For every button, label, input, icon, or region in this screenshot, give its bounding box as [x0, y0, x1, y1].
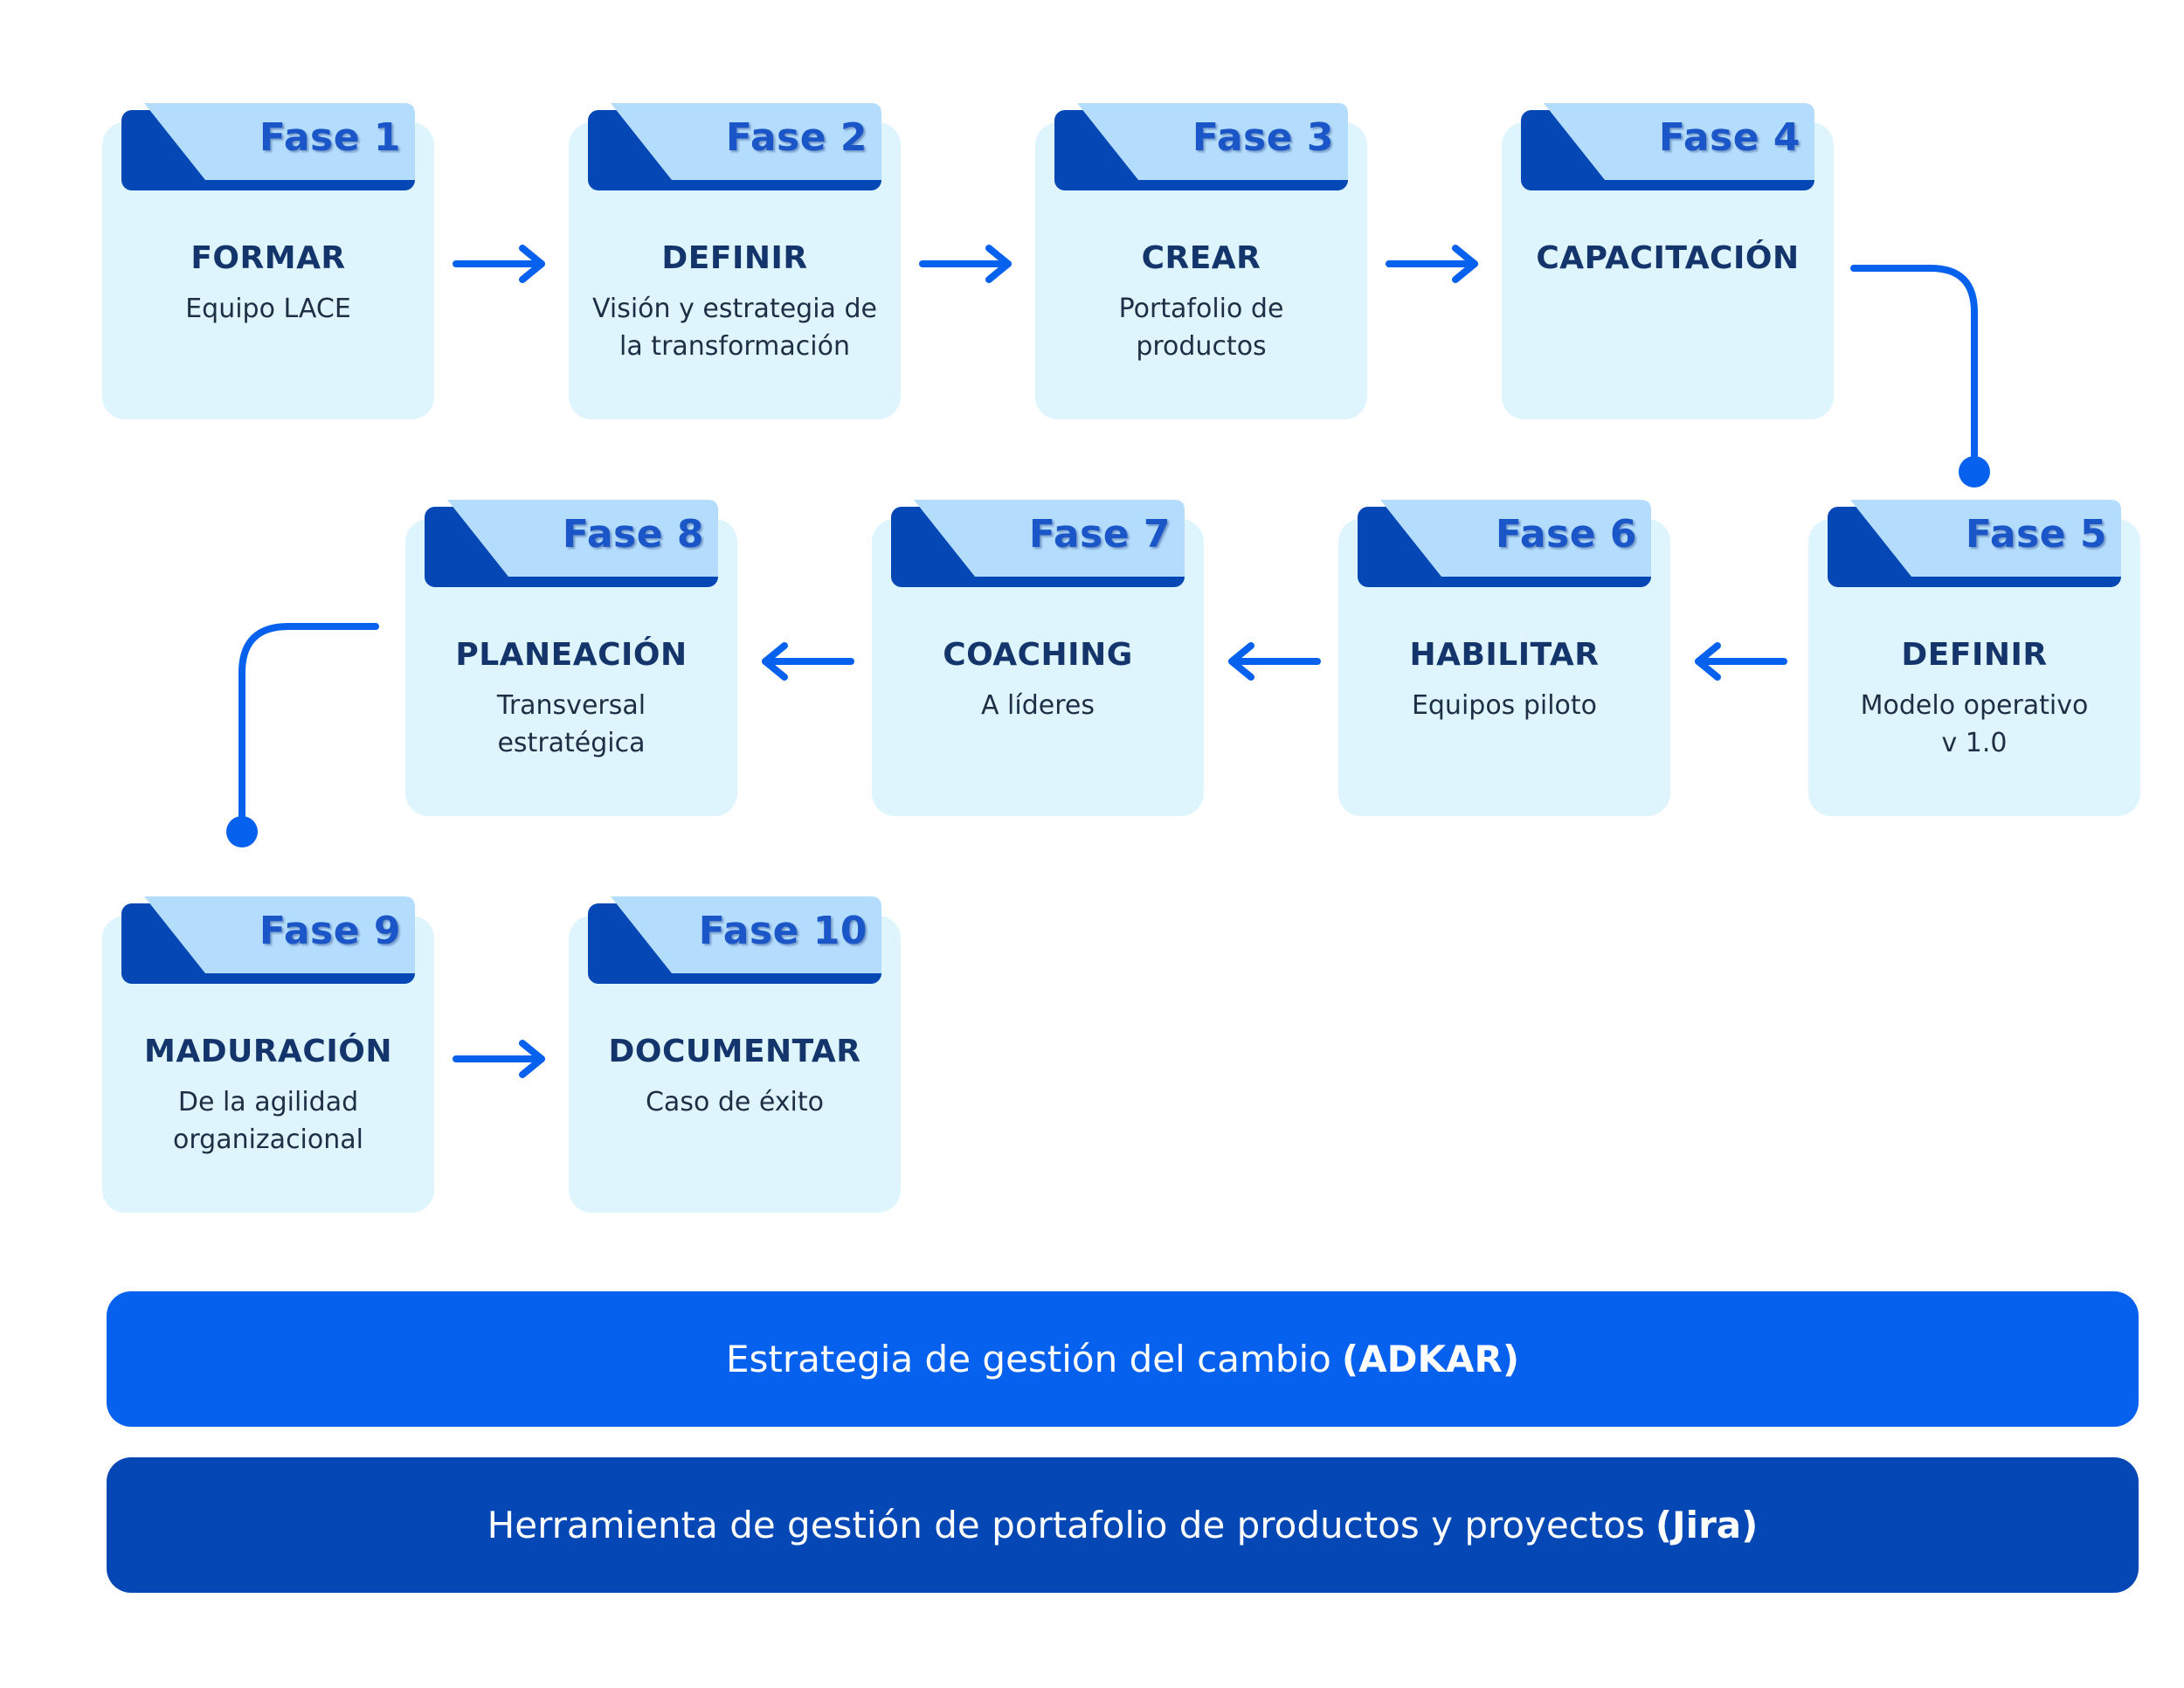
phase-title: DEFINIR: [1901, 637, 2048, 673]
connector-dot-phase9: [226, 816, 258, 847]
phase-tab-3: Fase 3: [1054, 103, 1348, 190]
phase-title: DOCUMENTAR: [608, 1034, 861, 1069]
folder-tab-icon: [121, 896, 415, 984]
phase-card-6: Fase 6 HABILITAR Equipos piloto: [1338, 500, 1670, 816]
phase-tab-9: Fase 9: [121, 896, 415, 984]
phase-title: CREAR: [1141, 240, 1261, 276]
phase-card-2: Fase 2 DEFINIR Visión y estrategia de la…: [569, 103, 901, 419]
portfolio-tool-name: (Jira): [1655, 1504, 1759, 1546]
phase-title: HABILITAR: [1409, 637, 1600, 673]
change-management-banner: Estrategia de gestión del cambio (ADKAR): [107, 1291, 2139, 1427]
phase-subtitle: De la agilidad organizacional: [173, 1087, 363, 1155]
folder-tab-icon: [1358, 500, 1651, 587]
phase-card-8: Fase 8 PLANEACIÓN Transversal estratégic…: [405, 500, 737, 816]
phase-card-3: Fase 3 CREAR Portafolio de productos: [1035, 103, 1367, 419]
connector-phase4-to-phase5: [1850, 265, 1978, 474]
phase-title: CAPACITACIÓN: [1536, 240, 1800, 276]
change-management-text: Estrategia de gestión del cambio: [725, 1338, 1331, 1380]
phase-number: Fase 2: [725, 115, 867, 160]
phase-number: Fase 4: [1658, 115, 1800, 160]
phase-tab-2: Fase 2: [588, 103, 881, 190]
phase-tab-10: Fase 10: [588, 896, 881, 984]
phase-subtitle: A líderes: [981, 690, 1095, 721]
folder-tab-icon: [121, 103, 415, 190]
phase-subtitle: Caso de éxito: [645, 1087, 825, 1117]
arrow-phase3-to-phase4: [1386, 245, 1478, 283]
arrow-phase9-to-phase10: [453, 1040, 545, 1078]
phase-card-7: Fase 7 COACHING A líderes: [872, 500, 1204, 816]
phase-number: Fase 7: [1028, 512, 1171, 557]
phase-tab-6: Fase 6: [1358, 500, 1651, 587]
phase-tab-8: Fase 8: [425, 500, 718, 587]
connector-phase8-to-phase9: [238, 623, 379, 834]
phase-title: COACHING: [943, 637, 1133, 673]
arrow-phase7-to-phase8: [762, 642, 854, 681]
change-management-method: (ADKAR): [1341, 1338, 1520, 1380]
phase-subtitle: Equipos piloto: [1411, 690, 1598, 721]
phase-number: Fase 9: [259, 909, 401, 953]
phase-subtitle: Transversal estratégica: [496, 690, 646, 758]
phase-title: FORMAR: [190, 240, 346, 276]
folder-tab-icon: [425, 500, 718, 587]
portfolio-tool-banner: Herramienta de gestión de portafolio de …: [107, 1457, 2139, 1593]
phase-card-9: Fase 9 MADURACIÓN De la agilidad organiz…: [102, 896, 434, 1213]
phase-number: Fase 5: [1965, 512, 2107, 557]
phase-number: Fase 8: [562, 512, 704, 557]
phase-number: Fase 10: [698, 909, 867, 953]
portfolio-tool-text: Herramienta de gestión de portafolio de …: [487, 1504, 1645, 1546]
arrow-phase2-to-phase3: [919, 245, 1012, 283]
connector-dot-phase5: [1959, 456, 1990, 488]
phase-tab-1: Fase 1: [121, 103, 415, 190]
phase-tab-7: Fase 7: [891, 500, 1185, 587]
phase-subtitle: Visión y estrategia de la transformación: [592, 294, 877, 362]
folder-tab-icon: [891, 500, 1185, 587]
phase-subtitle: Portafolio de productos: [1118, 294, 1284, 362]
phase-number: Fase 6: [1495, 512, 1637, 557]
folder-tab-icon: [588, 896, 881, 984]
phase-subtitle: Equipo LACE: [185, 294, 351, 324]
phase-title: PLANEACIÓN: [455, 637, 688, 673]
phase-card-4: Fase 4 CAPACITACIÓN: [1502, 103, 1834, 419]
phase-title: MADURACIÓN: [144, 1034, 392, 1069]
folder-tab-icon: [1828, 500, 2121, 587]
phase-tab-4: Fase 4: [1521, 103, 1814, 190]
arrow-phase5-to-phase6: [1695, 642, 1787, 681]
phase-card-5: Fase 5 DEFINIR Modelo operativo v 1.0: [1808, 500, 2140, 816]
phase-number: Fase 1: [259, 115, 401, 160]
arrow-phase1-to-phase2: [453, 245, 545, 283]
folder-tab-icon: [588, 103, 881, 190]
phase-card-1: Fase 1 FORMAR Equipo LACE: [102, 103, 434, 419]
arrow-phase6-to-phase7: [1228, 642, 1321, 681]
phase-subtitle: Modelo operativo v 1.0: [1860, 690, 2089, 758]
phase-title: DEFINIR: [661, 240, 808, 276]
phase-card-10: Fase 10 DOCUMENTAR Caso de éxito: [569, 896, 901, 1213]
folder-tab-icon: [1054, 103, 1348, 190]
phase-number: Fase 3: [1192, 115, 1334, 160]
folder-tab-icon: [1521, 103, 1814, 190]
phase-tab-5: Fase 5: [1828, 500, 2121, 587]
